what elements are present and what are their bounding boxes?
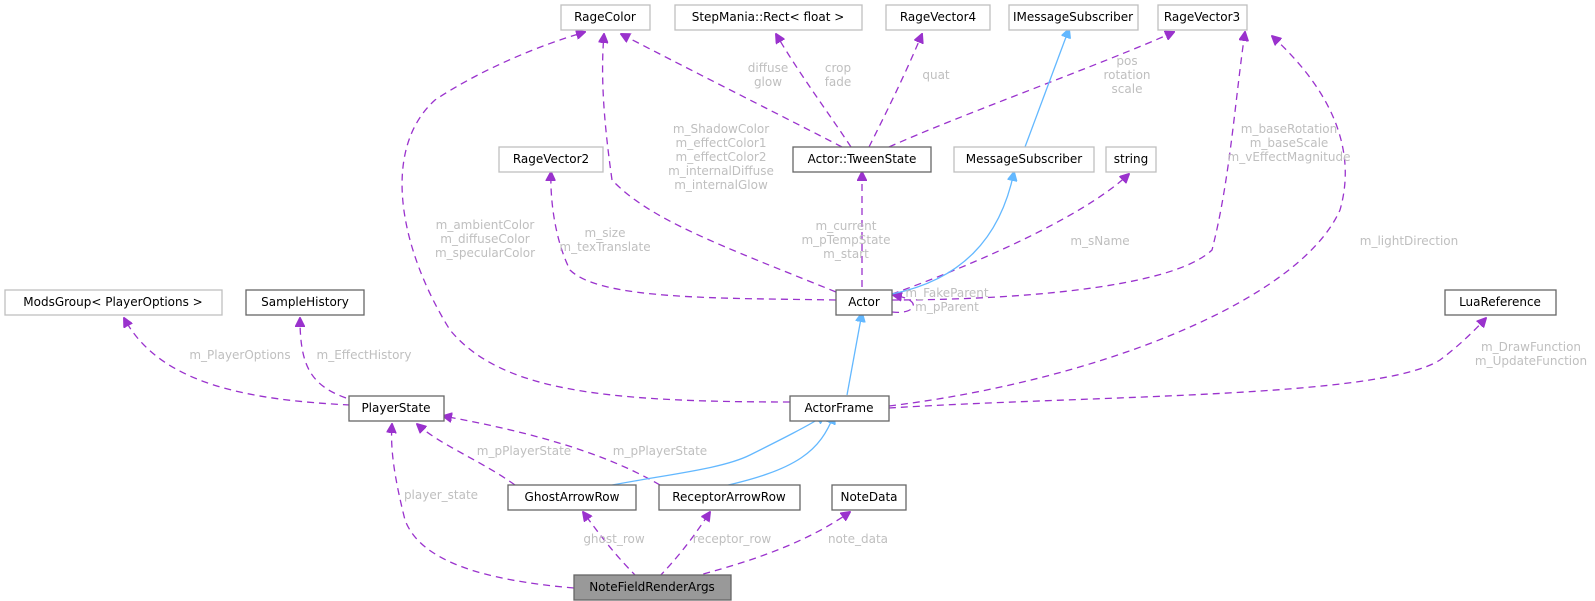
edge-tweenstate-rect xyxy=(776,34,852,148)
edges-usage xyxy=(124,32,1486,589)
edge-actor-ragevector2 xyxy=(551,172,837,301)
node-ghostarrowrow[interactable]: GhostArrowRow xyxy=(507,484,637,511)
edge-actor-ragecolor xyxy=(603,34,837,293)
node-rect[interactable]: StepMania::Rect< float > xyxy=(674,4,863,31)
node-ragevector2-label: RageVector2 xyxy=(513,152,589,166)
label-actor-string: m_sName xyxy=(1070,234,1129,248)
label-tween-v4: quat xyxy=(922,68,950,82)
node-actorframe[interactable]: ActorFrame xyxy=(789,395,890,422)
node-imessagesubscriber[interactable]: IMessageSubscriber xyxy=(1008,4,1139,31)
edge-actorframe-ragevector3 xyxy=(888,36,1346,407)
node-ragevector2[interactable]: RageVector2 xyxy=(498,146,604,173)
node-notefieldrenderargs[interactable]: NoteFieldRenderArgs xyxy=(573,574,732,601)
node-modsgroup[interactable]: ModsGroup< PlayerOptions > xyxy=(4,289,223,316)
edge-actorframe-luareference xyxy=(888,318,1486,409)
node-notedata-label: NoteData xyxy=(840,490,897,504)
node-ragevector3-label: RageVector3 xyxy=(1164,10,1240,24)
node-receptorarrowrow[interactable]: ReceptorArrowRow xyxy=(658,484,801,511)
label-args-ps: player_state xyxy=(404,488,478,502)
edge-playerstate-samplehistory xyxy=(300,318,347,399)
edge-args-notedata xyxy=(679,512,850,581)
node-actor-label: Actor xyxy=(848,295,880,309)
node-ragecolor[interactable]: RageColor xyxy=(560,4,651,31)
node-actor[interactable]: Actor xyxy=(835,289,893,316)
label-args-notedata: note_data xyxy=(828,532,888,546)
node-ragevector3[interactable]: RageVector3 xyxy=(1157,4,1248,31)
edge-messagesubscriber-imessagesubscriber xyxy=(1024,29,1069,148)
node-string[interactable]: string xyxy=(1105,146,1157,173)
node-playerstate-label: PlayerState xyxy=(361,401,430,415)
node-playerstate[interactable]: PlayerState xyxy=(348,395,445,422)
node-luareference-label: LuaReference xyxy=(1459,295,1541,309)
label-ghost-ps: m_pPlayerState xyxy=(477,444,571,458)
edge-args-playerstate xyxy=(392,424,575,589)
node-samplehistory-label: SampleHistory xyxy=(261,295,349,309)
label-receptor-ps: m_pPlayerState xyxy=(613,444,707,458)
node-modsgroup-label: ModsGroup< PlayerOptions > xyxy=(23,295,202,309)
node-rect-label: StepMania::Rect< float > xyxy=(692,10,845,24)
edge-ghost-actorframe xyxy=(596,415,825,489)
node-ragecolor-label: RageColor xyxy=(574,10,636,24)
node-ragevector4-label: RageVector4 xyxy=(900,10,976,24)
edge-actorframe-ragecolor xyxy=(401,32,791,403)
node-messagesubscriber-label: MessageSubscriber xyxy=(966,152,1083,166)
node-messagesubscriber[interactable]: MessageSubscriber xyxy=(953,146,1095,173)
label-frame-v3: m_lightDirection xyxy=(1360,234,1459,248)
edge-actor-ragevector3 xyxy=(891,32,1245,301)
node-receptorarrowrow-label: ReceptorArrowRow xyxy=(672,490,786,504)
node-samplehistory[interactable]: SampleHistory xyxy=(245,289,365,316)
edge-args-ghost xyxy=(583,512,638,578)
edge-playerstate-modsgroup xyxy=(124,318,351,406)
node-tweenstate[interactable]: Actor::TweenState xyxy=(792,146,932,173)
edge-receptor-actorframe xyxy=(714,415,834,489)
label-ps-mods: m_PlayerOptions xyxy=(189,348,290,362)
edge-ghost-playerstate xyxy=(417,424,516,486)
label-ps-sample: m_EffectHistory xyxy=(317,348,412,362)
nodes: RageColor StepMania::Rect< float > RageV… xyxy=(4,4,1557,601)
edge-args-receptor xyxy=(658,512,710,578)
node-imessagesubscriber-label: IMessageSubscriber xyxy=(1013,10,1133,24)
node-notefieldrenderargs-label: NoteFieldRenderArgs xyxy=(589,580,715,594)
node-actorframe-label: ActorFrame xyxy=(805,401,874,415)
node-tweenstate-label: Actor::TweenState xyxy=(808,152,917,166)
edges-inherit xyxy=(596,29,1069,489)
node-string-label: string xyxy=(1114,152,1148,166)
node-luareference[interactable]: LuaReference xyxy=(1444,289,1557,316)
edge-actor-messagesubscriber xyxy=(891,172,1014,295)
edge-tweenstate-ragecolor xyxy=(621,34,843,148)
label-args-ghost: ghost_row xyxy=(583,532,645,546)
node-ghostarrowrow-label: GhostArrowRow xyxy=(525,490,620,504)
edge-tweenstate-ragevector4 xyxy=(868,34,922,148)
edge-actor-self xyxy=(892,295,914,314)
node-ragevector4[interactable]: RageVector4 xyxy=(885,4,991,31)
edge-receptor-playerstate xyxy=(443,416,661,486)
label-args-receptor: receptor_row xyxy=(693,532,772,546)
edge-actor-string xyxy=(891,174,1129,295)
node-notedata[interactable]: NoteData xyxy=(831,484,907,511)
edge-actorframe-actor xyxy=(846,313,862,396)
